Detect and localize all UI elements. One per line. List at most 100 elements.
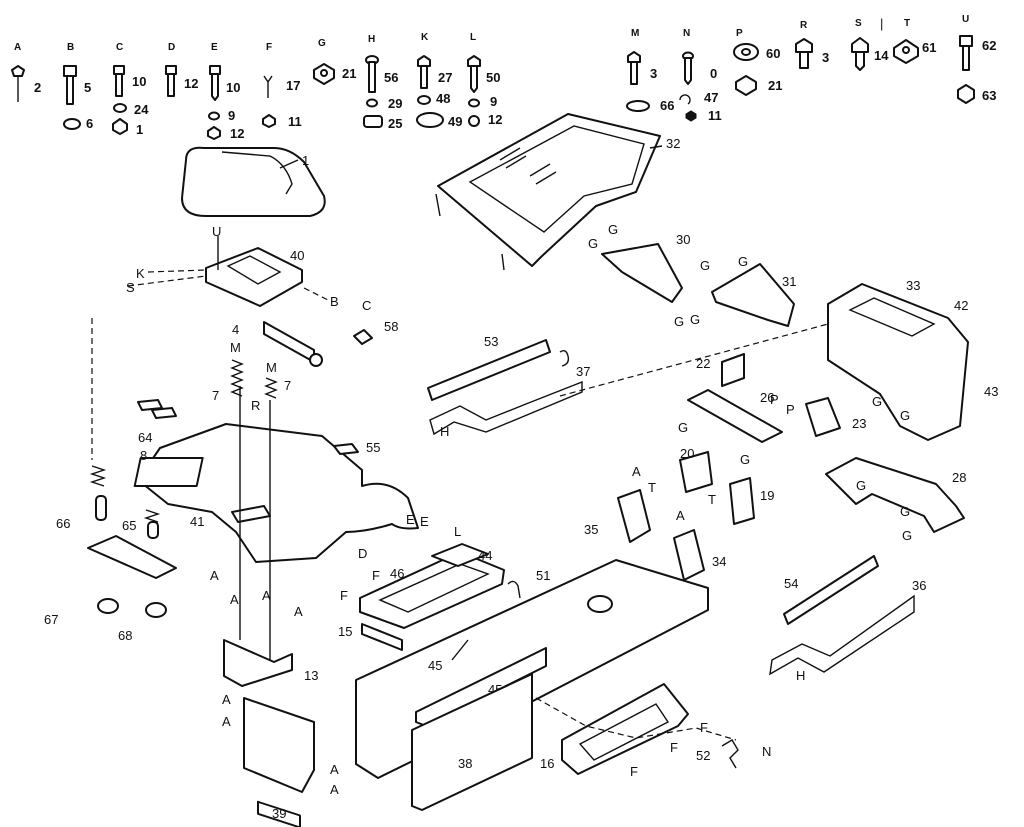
foot: [145, 602, 167, 618]
spring-right: [264, 377, 278, 399]
hardware-u: U 62 63: [957, 14, 996, 104]
pin-icon: [263, 75, 273, 98]
hardware-letter: D: [168, 42, 175, 53]
part-number-7: 7: [284, 378, 291, 393]
callout-f: F: [372, 568, 380, 583]
bolt-icon: [417, 55, 431, 67]
callout-b: B: [330, 294, 339, 309]
leader-line: [649, 145, 663, 149]
seat-bolt: [353, 329, 373, 345]
spring-52: [721, 739, 739, 769]
bolt-shank: [66, 75, 74, 105]
hardware-qty: 5: [84, 80, 91, 95]
bolt-icon: [113, 65, 125, 75]
hardware-qty: 24: [134, 102, 149, 117]
large-washer-icon: [416, 112, 444, 128]
hardware-qty: 10: [226, 80, 240, 95]
callout-g: G: [674, 314, 684, 329]
callout-m: M: [266, 360, 277, 375]
callout-l: L: [454, 524, 461, 539]
bolt-shank: [368, 61, 376, 93]
part-number-55: 55: [366, 440, 380, 455]
hardware-qty: 47: [704, 90, 718, 105]
part-number-32: 32: [666, 136, 680, 151]
part-number-35: 35: [584, 522, 598, 537]
bolt-shank: [167, 73, 175, 97]
hardware-qty: 3: [822, 50, 829, 65]
hood: [437, 113, 661, 267]
callout-d: D: [358, 546, 367, 561]
bolt-icon: [165, 65, 177, 75]
callout-n: N: [762, 744, 771, 759]
spring-small: [143, 509, 161, 523]
spring-pivot: [263, 321, 315, 363]
part-number-42: 42: [954, 298, 968, 313]
part-number-31: 31: [782, 274, 796, 289]
nut-icon: [262, 114, 276, 128]
hardware-s: S | 14: [851, 16, 889, 71]
leader-line: [451, 639, 469, 661]
hardware-qty: 56: [384, 70, 398, 85]
hardware-p: P 60 21: [733, 28, 782, 96]
bracket-20: [679, 451, 713, 493]
bolt-shank: [684, 57, 692, 85]
drawbar-28: [825, 457, 965, 533]
part-number-54: 54: [784, 576, 798, 591]
washer-icon: [208, 111, 220, 121]
bushing: [95, 495, 107, 521]
hardware-letter: L: [470, 32, 476, 43]
callout-t: T: [708, 492, 716, 507]
callout-g: G: [690, 312, 700, 327]
washer-icon: [468, 98, 480, 108]
part-number-20: 20: [680, 446, 694, 461]
dashed-leader: [535, 697, 737, 741]
foot: [97, 598, 119, 614]
bracket-22: [721, 353, 745, 387]
mount-bracket-30: [601, 243, 683, 303]
callout-m: M: [230, 340, 241, 355]
callout-g: G: [608, 222, 618, 237]
part-number-66: 66: [56, 516, 70, 531]
strip-53: [427, 339, 551, 401]
hardware-c: C 10 24 1: [112, 42, 149, 137]
bracket-19: [729, 477, 755, 525]
washer-icon: [63, 118, 81, 130]
hardware-qty: 3: [650, 66, 657, 81]
bolt-icon: [959, 35, 973, 47]
callout-g: G: [902, 528, 912, 543]
spring-65: [89, 465, 107, 487]
bolt-icon: [467, 55, 481, 67]
hardware-letter: U: [962, 14, 969, 25]
callout-f: F: [700, 720, 708, 735]
callout-g: G: [900, 504, 910, 519]
callout-g: G: [678, 420, 688, 435]
hardware-qty: 63: [982, 88, 996, 103]
bolt-shank: [799, 51, 809, 69]
nut-icon: [112, 118, 128, 135]
part-number-37: 37: [576, 364, 590, 379]
footrest-tread: [578, 703, 670, 761]
hardware-l: L 50 9 12: [467, 32, 502, 127]
nut-icon: [957, 84, 975, 104]
spring-left: [230, 359, 244, 397]
callout-s: S: [126, 280, 135, 295]
part-number-38: 38: [458, 756, 472, 771]
callout-h: H: [440, 424, 449, 439]
bolt-shank: [420, 65, 428, 89]
callout-f: F: [630, 764, 638, 779]
part-number-40: 40: [290, 248, 304, 263]
nut-icon: [363, 115, 383, 128]
hardware-qty: 48: [436, 91, 450, 106]
hardware-qty: 66: [660, 98, 674, 113]
decal: [333, 443, 359, 455]
pivot-boss: [309, 353, 323, 367]
bolt-icon: [63, 65, 77, 77]
hardware-t: T 61: [893, 18, 936, 64]
callout-a: A: [210, 568, 219, 583]
hardware-qty: 25: [388, 116, 402, 131]
hardware-qty: 0: [710, 66, 717, 81]
rear-panel: [243, 697, 315, 793]
hardware-e: E 10 9 12: [207, 42, 244, 141]
panel-slot: [257, 800, 301, 827]
hardware-qty: 12: [230, 126, 244, 141]
